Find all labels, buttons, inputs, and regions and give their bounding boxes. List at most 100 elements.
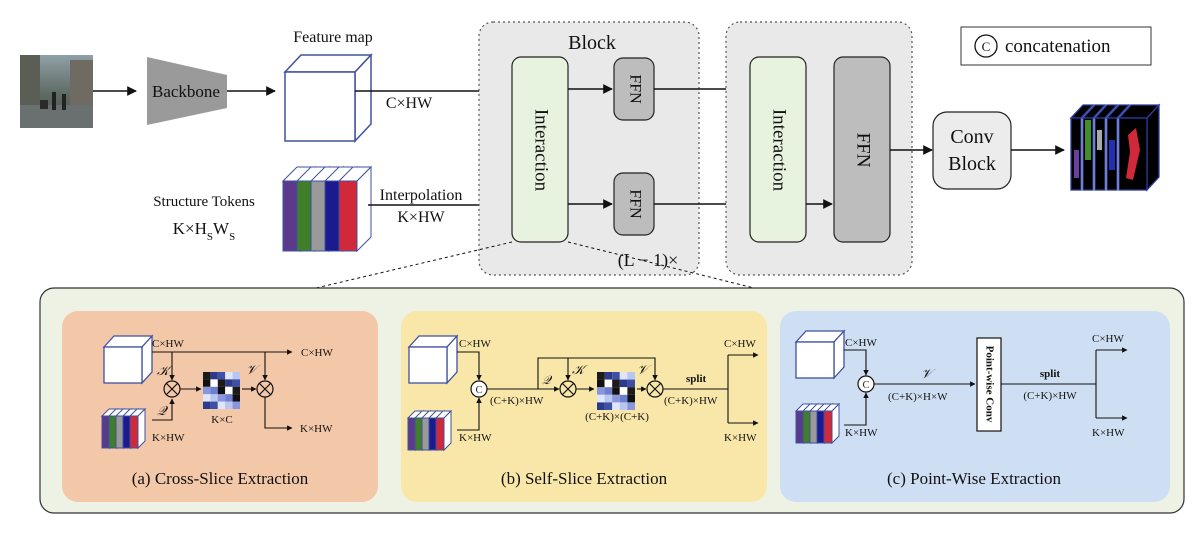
matrix-cell [232,394,240,402]
matrix-cell [210,372,218,380]
panel-b-chw: C×HW [459,338,491,350]
panel-a-k-symbol: 𝒦 [157,363,173,378]
panel-a-tokens [100,407,147,450]
conv-block-label-line1: Conv [950,126,993,148]
feature-dims-label: C×HW [386,95,433,112]
panel-c-pointwise-conv-box [976,337,1002,432]
input-image [20,55,93,128]
matrix-cell [210,401,218,409]
panel-c-pointwise-conv-label: Point-wise Conv [983,346,995,423]
matrix-cell [225,379,233,387]
matrix-cell [203,372,211,380]
panel-b-concat-symbol: C [476,385,483,396]
token-slice-side [831,402,840,445]
matrix-cell [232,372,240,380]
panel-c-concat-symbol: C [863,380,870,391]
matrix-cell [604,372,613,380]
matrix-cell [612,379,620,388]
token-slice-side [443,409,452,452]
panel-b-multiply-cross-1 [561,382,575,396]
panel-b-matrix-dims: (C+K)×(C+K) [585,411,649,423]
matrix-cell [627,402,635,410]
panel-b-matrix [597,372,635,410]
matrix-cell [619,387,628,395]
matrix-cell [612,372,620,380]
panel-self-slice [401,311,767,502]
matrix-cell [612,402,620,410]
interpolation-dims-label: K×HW [397,209,445,226]
token-slice-side [137,407,146,450]
panel-b-ckhw-1: (C+K)×HW [490,395,544,407]
matrix-cell [210,379,218,387]
panel-b-title: (b) Self-Slice Extraction [501,469,668,488]
panel-c-arrow-chw [844,349,869,376]
matrix-cell [217,401,226,409]
matrix-cell [225,386,233,395]
matrix-cell [604,379,613,388]
matrix-cell [217,386,226,395]
ffn-label-large: FFN [853,133,874,168]
matrix-cell [217,394,226,402]
panel-a-title: (a) Cross-Slice Extraction [132,469,309,488]
output-masks-stack [1069,103,1161,192]
interaction-label-1: Interaction [531,109,552,192]
panel-c-tokens [794,402,841,445]
matrix-cell [203,394,211,402]
panel-c-out-k: K×HW [1092,427,1125,439]
panel-c-title: (c) Point-Wise Extraction [887,469,1061,488]
matrix-cell [203,386,211,395]
matrix-cell [604,387,613,395]
panel-a-multiply-cross-2 [258,382,272,396]
panel-c-ckhw: (C+K)×HW [1023,390,1077,402]
backbone-label: Backbone [152,82,220,101]
panel-b-arrow-v-loop [537,357,658,389]
panel-c-out-c: C×HW [1092,333,1124,345]
matrix-cell [612,394,620,403]
matrix-cell [217,372,226,380]
panel-c-cube [794,329,846,380]
matrix-cell [627,394,635,403]
panel-b-q-symbol: 𝒬 [542,373,553,387]
matrix-cell [225,394,233,402]
matrix-cell [203,379,211,387]
panel-a-q-symbol: 𝒬 [157,403,169,418]
panel-b-arrow-khw [457,397,482,431]
token-slice-side [356,165,372,253]
matrix-cell [627,387,635,395]
panel-b-k-symbol: 𝒦 [572,362,588,377]
panel-a-khw-out: K×HW [300,423,333,435]
panel-b-khw: K×HW [459,432,492,444]
panel-b-split-label: split [686,373,707,385]
panel-c-arrow-khw [844,392,869,426]
panel-b-arrow-chw [457,351,482,381]
backbone-shape [147,57,227,125]
panel-b-multiply-cross-2 [648,382,662,396]
panel-a-arrow-q [152,398,175,421]
panel-a-matrix-dims: K×C [211,414,232,426]
panel-a-multiply-cross-1 [165,382,179,396]
panel-c-chw: C×HW [845,337,877,349]
matrix-cell [225,372,233,380]
ffn-label-bottom: FFN [626,189,643,219]
panel-b-ckhw-2: (C+K)×HW [664,395,718,407]
repeat-label: (L − 1)× [618,250,679,271]
matrix-cell [619,379,628,388]
conv-block-box [932,111,1012,190]
panel-c-ckhw-w: (C+K)×H×W [888,391,948,403]
token-slice [129,415,139,449]
matrix-cell [597,379,605,388]
matrix-cell [210,386,218,395]
token-slice [338,180,358,252]
panel-a-khw-in: K×HW [152,432,185,444]
interaction-label-2: Interaction [769,109,790,192]
panel-b-out-c: C×HW [724,338,756,350]
matrix-cell [619,402,628,410]
interaction-box-1 [511,56,569,243]
matrix-cell [604,394,613,403]
panel-a-matrix [203,372,240,409]
matrix-cell [627,372,635,380]
matrix-cell [612,387,620,395]
panel-b-tokens [406,409,453,452]
panel-a-arrow-out-k [264,397,293,431]
